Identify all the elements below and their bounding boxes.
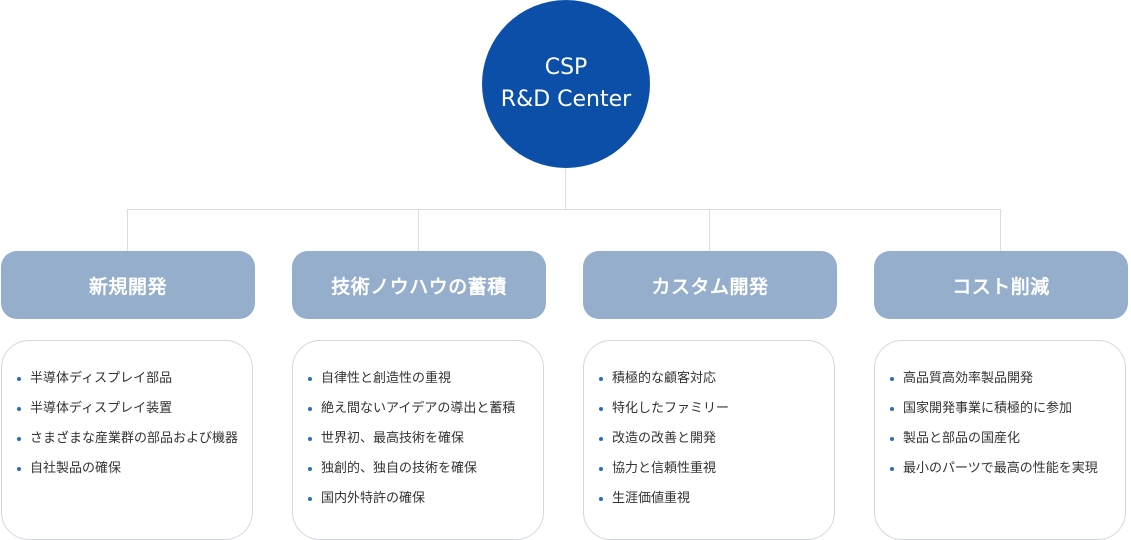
bullet-dot-icon	[17, 437, 21, 441]
list-item: 生涯価値重視	[599, 489, 834, 519]
list-item-text: 自律性と創造性の重視	[321, 371, 452, 386]
root-title-line1: CSP	[544, 55, 588, 80]
column-body: 高品質高効率製品開発 国家開発事業に積極的に参加 製品と部品の国産化 最小のパー…	[874, 340, 1126, 540]
list-item-text: 半導体ディスプレイ装置	[30, 401, 173, 416]
list-item-text: 半導体ディスプレイ部品	[30, 371, 173, 386]
list-item: 独創的、独自の技術を確保	[308, 459, 543, 489]
list-item-text: 改造の改善と開発	[612, 431, 717, 446]
bullet-dot-icon	[599, 467, 603, 471]
item-list: 高品質高効率製品開発 国家開発事業に積極的に参加 製品と部品の国産化 最小のパー…	[875, 341, 1125, 489]
list-item: 製品と部品の国産化	[890, 429, 1125, 459]
list-item: 高品質高効率製品開発	[890, 369, 1125, 399]
column-custom-development: カスタム開発 積極的な顧客対応 特化したファミリー 改造の改善と開発 協力と信頼…	[583, 251, 837, 540]
column-know-how-accumulation: 技術ノウハウの蓄積 自律性と創造性の重視 絶え間ないアイデアの導出と蓄積 世界初…	[292, 251, 546, 540]
column-body: 積極的な顧客対応 特化したファミリー 改造の改善と開発 協力と信頼性重視 生涯価…	[583, 340, 835, 540]
bullet-dot-icon	[890, 437, 894, 441]
list-item-text: 自社製品の確保	[30, 461, 122, 476]
item-list: 積極的な顧客対応 特化したファミリー 改造の改善と開発 協力と信頼性重視 生涯価…	[584, 341, 834, 519]
connector-drop-column-1	[127, 209, 128, 251]
connector-drop-column-4	[1000, 209, 1001, 251]
list-item: 世界初、最高技術を確保	[308, 429, 543, 459]
list-item-text: 製品と部品の国産化	[903, 431, 1021, 446]
bullet-dot-icon	[599, 497, 603, 501]
connector-horizontal-bus	[127, 209, 1001, 210]
list-item-text: さまざまな産業群の部品および機器	[30, 431, 239, 446]
root-title-line2: R&D Center	[500, 87, 632, 112]
bullet-dot-icon	[890, 377, 894, 381]
list-item-text: 最小のパーツで最高の性能を実現	[903, 461, 1098, 476]
list-item-text: 生涯価値重視	[612, 491, 691, 506]
bullet-dot-icon	[308, 437, 312, 441]
column-body: 半導体ディスプレイ部品 半導体ディスプレイ装置 さまざまな産業群の部品および機器…	[1, 340, 253, 540]
list-item: 絶え間ないアイデアの導出と蓄積	[308, 399, 543, 429]
root-node-csp-rd-center: CSP R&D Center	[482, 0, 650, 168]
bullet-dot-icon	[308, 467, 312, 471]
column-header: 新規開発	[1, 251, 255, 319]
column-header: 技術ノウハウの蓄積	[292, 251, 546, 319]
list-item-text: 国内外特許の確保	[321, 491, 426, 506]
list-item: 半導体ディスプレイ部品	[17, 369, 252, 399]
list-item-text: 独創的、独自の技術を確保	[321, 461, 478, 476]
list-item: 改造の改善と開発	[599, 429, 834, 459]
bullet-dot-icon	[890, 407, 894, 411]
bullet-dot-icon	[599, 407, 603, 411]
list-item-text: 絶え間ないアイデアの導出と蓄積	[321, 401, 516, 416]
column-header: コスト削減	[874, 251, 1128, 319]
bullet-dot-icon	[890, 467, 894, 471]
column-body: 自律性と創造性の重視 絶え間ないアイデアの導出と蓄積 世界初、最高技術を確保 独…	[292, 340, 544, 540]
list-item-text: 協力と信頼性重視	[612, 461, 717, 476]
bullet-dot-icon	[599, 377, 603, 381]
item-list: 半導体ディスプレイ部品 半導体ディスプレイ装置 さまざまな産業群の部品および機器…	[2, 341, 252, 489]
connector-drop-column-2	[418, 209, 419, 251]
list-item: さまざまな産業群の部品および機器	[17, 429, 252, 459]
list-item: 積極的な顧客対応	[599, 369, 834, 399]
bullet-dot-icon	[308, 497, 312, 501]
list-item: 国家開発事業に積極的に参加	[890, 399, 1125, 429]
bullet-dot-icon	[17, 407, 21, 411]
list-item-text: 世界初、最高技術を確保	[321, 431, 465, 446]
item-list: 自律性と創造性の重視 絶え間ないアイデアの導出と蓄積 世界初、最高技術を確保 独…	[293, 341, 543, 519]
column-cost-reduction: コスト削減 高品質高効率製品開発 国家開発事業に積極的に参加 製品と部品の国産化…	[874, 251, 1128, 540]
list-item: 自社製品の確保	[17, 459, 252, 489]
list-item-text: 国家開発事業に積極的に参加	[903, 401, 1073, 416]
list-item-text: 積極的な顧客対応	[612, 371, 717, 386]
bullet-dot-icon	[17, 377, 21, 381]
list-item-text: 高品質高効率製品開発	[903, 371, 1034, 386]
bullet-dot-icon	[17, 467, 21, 471]
column-new-development: 新規開発 半導体ディスプレイ部品 半導体ディスプレイ装置 さまざまな産業群の部品…	[1, 251, 255, 540]
connector-drop-column-3	[709, 209, 710, 251]
bullet-dot-icon	[308, 377, 312, 381]
column-header: カスタム開発	[583, 251, 837, 319]
connector-root-trunk	[565, 168, 566, 209]
list-item-text: 特化したファミリー	[612, 401, 730, 416]
list-item: 特化したファミリー	[599, 399, 834, 429]
list-item: 最小のパーツで最高の性能を実現	[890, 459, 1125, 489]
list-item: 半導体ディスプレイ装置	[17, 399, 252, 429]
list-item: 自律性と創造性の重視	[308, 369, 543, 399]
bullet-dot-icon	[599, 437, 603, 441]
list-item: 協力と信頼性重視	[599, 459, 834, 489]
bullet-dot-icon	[308, 407, 312, 411]
list-item: 国内外特許の確保	[308, 489, 543, 519]
